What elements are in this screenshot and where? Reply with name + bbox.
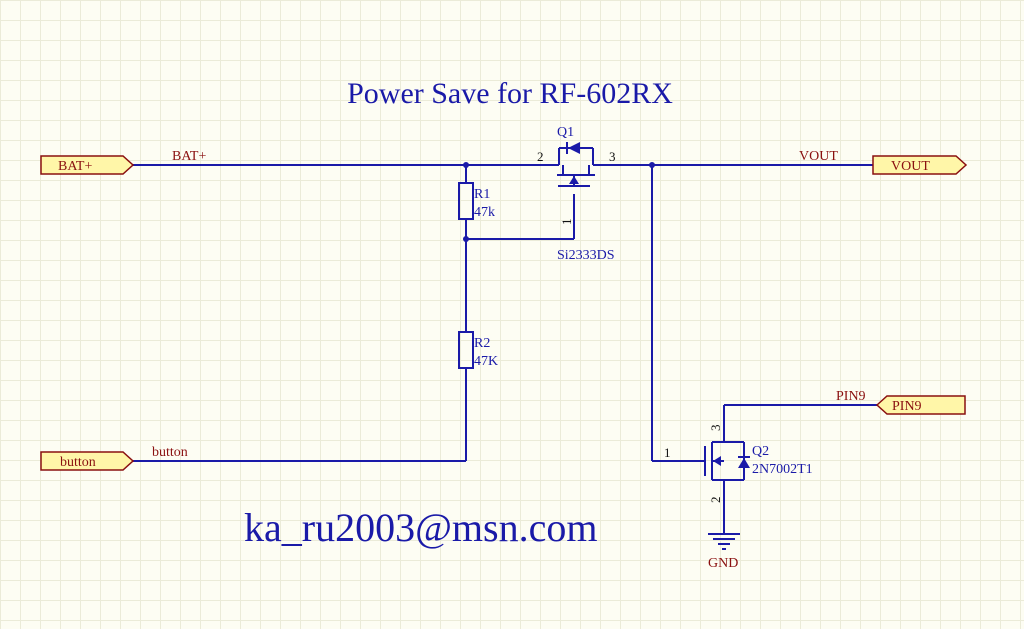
port-bat[interactable]: BAT+	[40, 155, 135, 175]
q2-part: 2N7002T1	[752, 462, 813, 477]
q2-channel-arrow	[713, 456, 721, 466]
mosfet-q2[interactable]: 1 3 2 Q2 2N7002T1	[664, 425, 813, 504]
q1-pin-gate: 1	[559, 219, 574, 226]
author-email: ka_ru2003@msn.com	[244, 505, 597, 550]
port-pin9-shape	[875, 395, 966, 415]
net-label-vout: VOUT	[799, 149, 838, 164]
port-vout[interactable]: VOUT	[872, 155, 968, 175]
wires	[133, 164, 877, 534]
gnd-label: GND	[708, 556, 738, 571]
junctions	[463, 162, 655, 242]
port-button-label: button	[60, 455, 96, 470]
port-vout-label: VOUT	[891, 159, 930, 174]
resistor-r2[interactable]: R2 47K	[458, 331, 498, 369]
q1-pin-drain: 3	[609, 149, 616, 164]
port-vout-shape	[872, 155, 968, 175]
junction-dot	[463, 236, 469, 242]
r1-designator: R1	[474, 187, 490, 202]
port-pin9-label: PIN9	[892, 399, 922, 414]
port-pin9[interactable]: PIN9	[875, 395, 966, 415]
port-bat-shape	[40, 155, 135, 175]
mosfet-q1[interactable]: 2 3 1 Q1 Si2333DS	[537, 125, 616, 263]
r2-designator: R2	[474, 336, 490, 351]
q1-pin-source: 2	[537, 149, 544, 164]
schematic-title: Power Save for RF-602RX	[347, 77, 673, 110]
junction-dot	[649, 162, 655, 168]
port-bat-label: BAT+	[58, 159, 92, 174]
q1-designator: Q1	[557, 125, 574, 140]
port-button-shape	[40, 451, 135, 471]
port-button[interactable]: button	[40, 451, 135, 471]
q2-designator: Q2	[752, 444, 769, 459]
q2-diode-arrow	[738, 458, 750, 468]
resistor-r1[interactable]: R1 47k	[458, 182, 495, 220]
resistor-r2-body	[458, 331, 474, 369]
r1-value: 47k	[474, 205, 495, 220]
q2-pin-source: 2	[708, 497, 723, 504]
net-label-pin9: PIN9	[836, 389, 866, 404]
net-label-button: button	[152, 445, 188, 460]
resistor-r1-body	[458, 182, 474, 220]
q1-diode-arrow	[568, 142, 580, 154]
r2-value: 47K	[474, 354, 498, 369]
q2-pin-gate: 1	[664, 445, 671, 460]
q1-part: Si2333DS	[557, 248, 615, 263]
junction-dot	[463, 162, 469, 168]
net-label-bat: BAT+	[172, 149, 206, 164]
ground-symbol: GND	[708, 533, 740, 571]
q2-pin-drain: 3	[708, 425, 723, 432]
